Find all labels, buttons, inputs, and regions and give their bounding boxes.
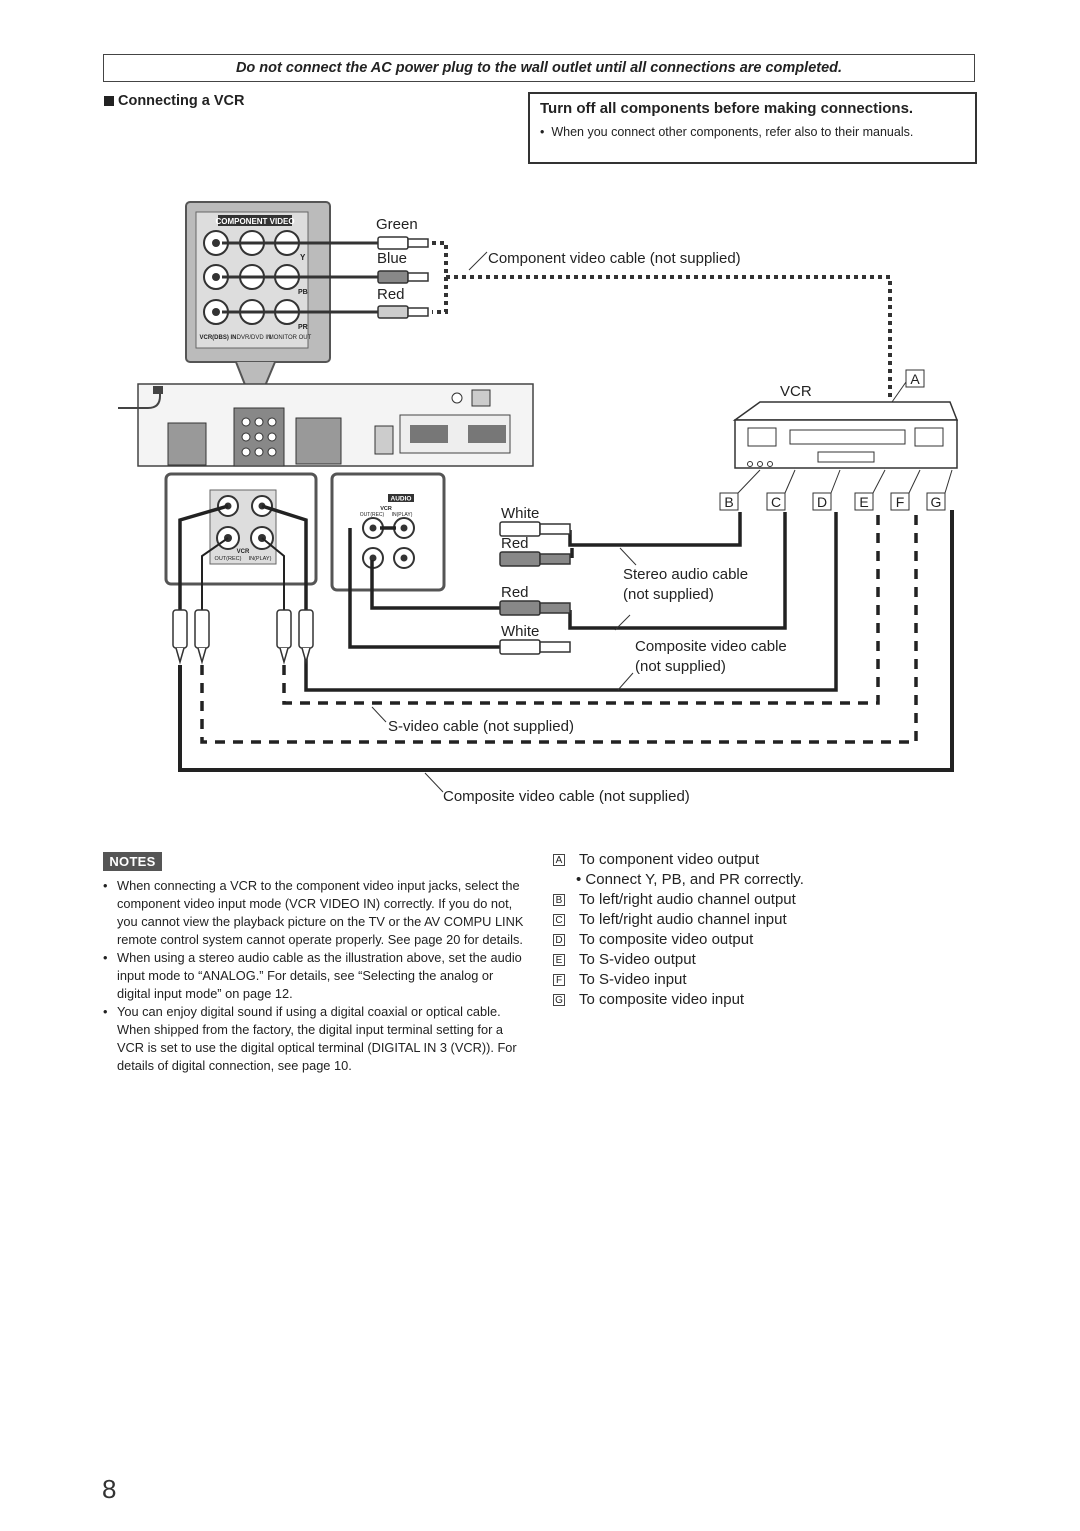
legend-item: D To composite video output	[553, 930, 804, 950]
blue-label: Blue	[377, 250, 407, 267]
legend-key: D	[553, 934, 565, 946]
legend-item: B To left/right audio channel output	[553, 890, 804, 910]
panel-col2-label: DVR/DVD IN	[237, 335, 272, 341]
legend-key: B	[553, 894, 565, 906]
red1-label: Red	[501, 535, 529, 552]
legend-text: To S-video input	[579, 971, 687, 988]
legend-key: C	[553, 914, 565, 926]
video-out-label: OUT(REC)	[215, 556, 242, 562]
legend-item: F To S-video input	[553, 970, 804, 990]
legend-key: E	[553, 954, 565, 966]
component-plugs	[377, 236, 429, 319]
note-item: When connecting a VCR to the component v…	[103, 877, 528, 949]
svideo-cable-label: S-video cable (not supplied)	[388, 718, 574, 735]
video-cables	[178, 504, 308, 610]
audio-zoom-panel: AUDIO VCR OUT(REC) IN(PLAY)	[330, 472, 446, 592]
square-bullet-icon	[104, 96, 114, 106]
white1-label: White	[501, 505, 539, 522]
turnoff-bullet: • When you connect other components, ref…	[540, 125, 914, 139]
svideo-leads	[201, 537, 285, 610]
video-zoom-panel: VCR OUT(REC) IN(PLAY)	[164, 472, 318, 586]
key-f: F	[896, 494, 905, 510]
legend-key: F	[553, 974, 565, 986]
notes-list: When connecting a VCR to the component v…	[103, 877, 528, 1075]
red-top-label: Red	[377, 286, 405, 303]
audio-in-label: IN(PLAY)	[392, 512, 413, 518]
legend-text: To composite video output	[579, 931, 754, 948]
legend-item: G To composite video input	[553, 990, 804, 1010]
legend: A To component video output • Connect Y, …	[553, 850, 804, 1010]
note-item: You can enjoy digital sound if using a d…	[103, 1003, 528, 1075]
key-g: G	[931, 494, 942, 510]
composite-cable-label-2: (not supplied)	[635, 658, 726, 675]
component-cable-bundle	[432, 241, 892, 400]
audio-label: AUDIO	[391, 496, 412, 503]
legend-text: To component video output	[579, 851, 760, 868]
turnoff-bullet-text: When you connect other components, refer…	[551, 125, 914, 139]
legend-item: E To S-video output	[553, 950, 804, 970]
connection-diagram: COMPONENT VIDEO Y PB PR VCR(DBS) IN DVR/…	[118, 201, 959, 805]
video-vcr-label: VCR	[237, 549, 250, 555]
audio-plugs	[499, 521, 571, 655]
video-plugs	[172, 609, 314, 665]
warning-text: Do not connect the AC power plug to the …	[235, 60, 843, 76]
note-item: When using a stereo audio cable as the i…	[103, 949, 528, 1003]
legend-text: To left/right audio channel input	[579, 911, 787, 928]
legend-item: C To left/right audio channel input	[553, 910, 804, 930]
vcr-device	[732, 401, 959, 469]
panel-col1-label: VCR(DBS) IN	[200, 335, 237, 341]
composite-cable-bottom	[178, 510, 954, 772]
green-label: Green	[376, 216, 418, 233]
receiver-rear	[118, 383, 534, 467]
legend-key: A	[553, 854, 565, 866]
component-cable-label: Component video cable (not supplied)	[488, 250, 741, 267]
key-boxes: A B C D E F G	[719, 369, 946, 511]
turnoff-notice: Turn off all components before making co…	[528, 92, 977, 164]
section-title-text: Connecting a VCR	[118, 93, 245, 109]
white2-label: White	[501, 623, 539, 640]
svideo-cables	[200, 510, 918, 744]
panel-pr-label: PR	[298, 324, 308, 331]
component-video-panel: COMPONENT VIDEO Y PB PR VCR(DBS) IN DVR/…	[185, 201, 331, 413]
red2-label: Red	[501, 584, 529, 601]
key-d: D	[817, 494, 827, 510]
legend-subitem: • Connect Y, PB, and PR correctly.	[553, 870, 804, 890]
panel-title: COMPONENT VIDEO	[215, 217, 294, 226]
turnoff-title: Turn off all components before making co…	[540, 100, 914, 117]
component-cables	[222, 241, 378, 314]
audio-cables	[304, 512, 838, 692]
panel-col3-label: MONITOR OUT	[269, 335, 312, 341]
audio-vcr-label: VCR	[380, 506, 392, 512]
composite-cable-bottom-label: Composite video cable (not supplied)	[443, 788, 690, 805]
notes-label: NOTES	[103, 852, 162, 871]
key-leader-lines	[737, 381, 953, 494]
panel-pb-label: PB	[298, 289, 308, 296]
key-c: C	[771, 494, 781, 510]
legend-text: To left/right audio channel output	[579, 891, 796, 908]
panel-y-label: Y	[300, 253, 306, 262]
audio-out-label: OUT(REC)	[360, 512, 385, 518]
key-b: B	[724, 494, 733, 510]
key-a: A	[910, 371, 920, 387]
composite-cable-label-1: Composite video cable	[635, 638, 787, 655]
vcr-label: VCR	[780, 383, 812, 400]
stereo-cable-label-1: Stereo audio cable	[623, 566, 748, 583]
key-e: E	[859, 494, 868, 510]
legend-key: G	[553, 994, 565, 1006]
legend-text: To composite video input	[579, 991, 745, 1008]
warning-banner: Do not connect the AC power plug to the …	[103, 54, 975, 82]
video-in-label: IN(PLAY)	[249, 556, 272, 562]
stereo-cable-label-2: (not supplied)	[623, 586, 714, 603]
section-title: Connecting a VCR	[104, 93, 244, 109]
legend-item: A To component video output	[553, 850, 804, 870]
legend-text: • Connect Y, PB, and PR correctly.	[576, 871, 804, 888]
page-number: 8	[102, 1474, 117, 1504]
legend-text: To S-video output	[579, 951, 696, 968]
